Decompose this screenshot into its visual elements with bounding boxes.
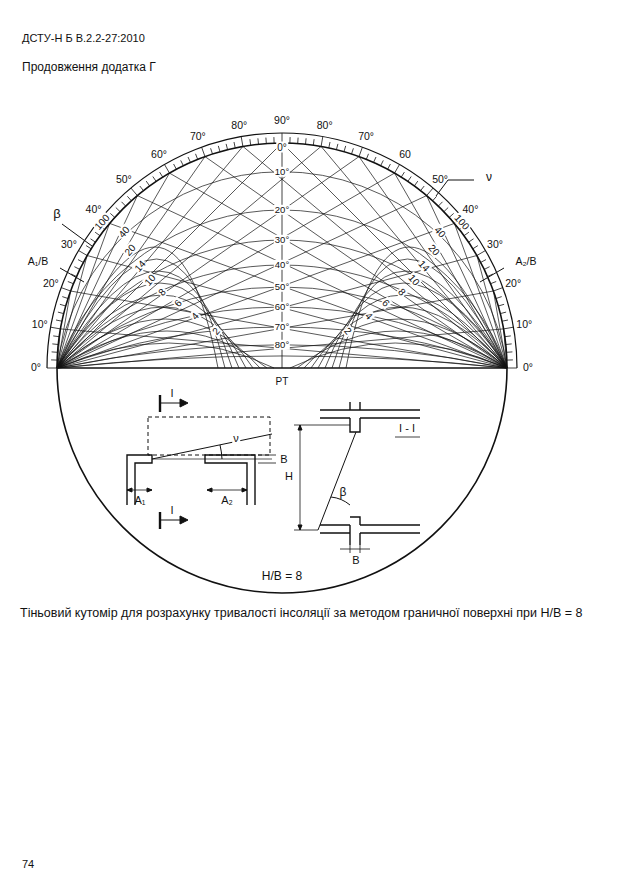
protractor-circle <box>57 143 507 593</box>
section-note: Продовження додатка Г <box>22 61 156 74</box>
ratio-title: H/B = 8 <box>262 570 302 583</box>
angle-label: 20° <box>274 205 290 215</box>
scale-label: 50° <box>432 174 448 186</box>
scale-label: 10° <box>32 320 48 332</box>
scale-band <box>47 133 517 368</box>
angle-label: β <box>340 486 347 499</box>
symbol-label: A₂/B <box>516 256 537 268</box>
scale-label: 70° <box>358 131 374 143</box>
scale-ticks <box>47 133 517 368</box>
document-code: ДСТУ-Н Б В.2.2-27:2010 <box>22 32 145 44</box>
scale-label: 0° <box>523 362 533 374</box>
arrowhead <box>298 425 302 530</box>
scale-label: 90° <box>274 115 290 127</box>
ratio-label: 20 <box>426 241 443 258</box>
angle-label: ν <box>232 432 240 444</box>
slab <box>320 517 420 545</box>
section-mark-label: I <box>170 504 173 516</box>
angle-label: 70° <box>274 322 290 332</box>
scale-label: 80° <box>317 120 333 132</box>
underline <box>395 437 420 438</box>
scale-label: 50° <box>116 174 132 186</box>
scale-label: 0° <box>276 142 288 153</box>
ratio-label: 20 <box>122 241 139 258</box>
ratio-label: 14 <box>416 257 433 274</box>
ray-line <box>152 434 272 459</box>
angle-label: 10° <box>274 167 290 177</box>
scale-label: 20° <box>505 278 521 290</box>
scale-label: 80° <box>231 120 247 132</box>
dimension-label: H <box>285 470 293 482</box>
ratio-label: 14 <box>132 257 149 274</box>
scale-label: 60° <box>151 149 167 161</box>
arrowhead <box>180 516 188 524</box>
symbol-label: β <box>53 207 60 221</box>
scale-label: 40° <box>462 204 478 216</box>
ratio-label: 40 <box>432 223 449 240</box>
angle-label: 30° <box>274 235 290 245</box>
figure-caption: Тіньовий кутомір для розрахунку тривалос… <box>20 607 610 621</box>
leader-line <box>60 268 84 282</box>
dimension-line <box>340 545 370 553</box>
angle-label: 50° <box>274 282 290 292</box>
plan-outline <box>148 417 270 455</box>
dimension-line <box>127 490 247 491</box>
scale-label: 30° <box>61 239 77 251</box>
scale-label: 60 <box>399 149 411 161</box>
point-label: PT <box>276 376 289 387</box>
section-title: I - I <box>399 422 415 434</box>
ratio-label: 8 <box>395 286 408 299</box>
corner-rays <box>57 143 507 368</box>
angle-label: 40° <box>274 260 290 270</box>
dimension-label: B <box>280 453 287 465</box>
symbol-label: A₁/B <box>28 256 48 268</box>
ratio-curves <box>57 247 507 368</box>
ray-line <box>152 459 272 460</box>
dimension-line <box>300 425 301 530</box>
arrowhead <box>127 488 247 492</box>
symbol-label: ν <box>486 171 492 184</box>
scale-label: 10° <box>516 320 532 332</box>
leader-line <box>480 268 504 282</box>
dimension-label: B <box>352 554 359 566</box>
page-number: 74 <box>22 858 34 870</box>
angle-label: 60° <box>274 302 290 312</box>
section-mark-label: I <box>170 387 173 399</box>
dimension-line <box>294 425 350 530</box>
dimension-label: A₂ <box>221 494 233 506</box>
angle-arc <box>220 445 222 459</box>
section-mark <box>160 520 182 521</box>
dimension-line <box>258 455 276 463</box>
arrowhead <box>180 399 188 407</box>
scale-label: 70° <box>190 131 206 143</box>
dimension-label: A₁ <box>134 494 145 506</box>
scale-label: 40° <box>86 204 102 216</box>
scale-label: 0° <box>31 362 41 374</box>
wall <box>350 418 360 432</box>
scale-label: 30° <box>487 239 503 251</box>
section-mark <box>160 403 182 404</box>
ratio-label: 8 <box>155 286 168 299</box>
ray-line <box>318 432 356 530</box>
scale-label: 20° <box>43 278 59 290</box>
angle-label: 80° <box>274 340 290 350</box>
ratio-label: 40 <box>116 223 133 240</box>
slab <box>320 402 420 418</box>
ratio-label: 4 <box>188 310 201 323</box>
